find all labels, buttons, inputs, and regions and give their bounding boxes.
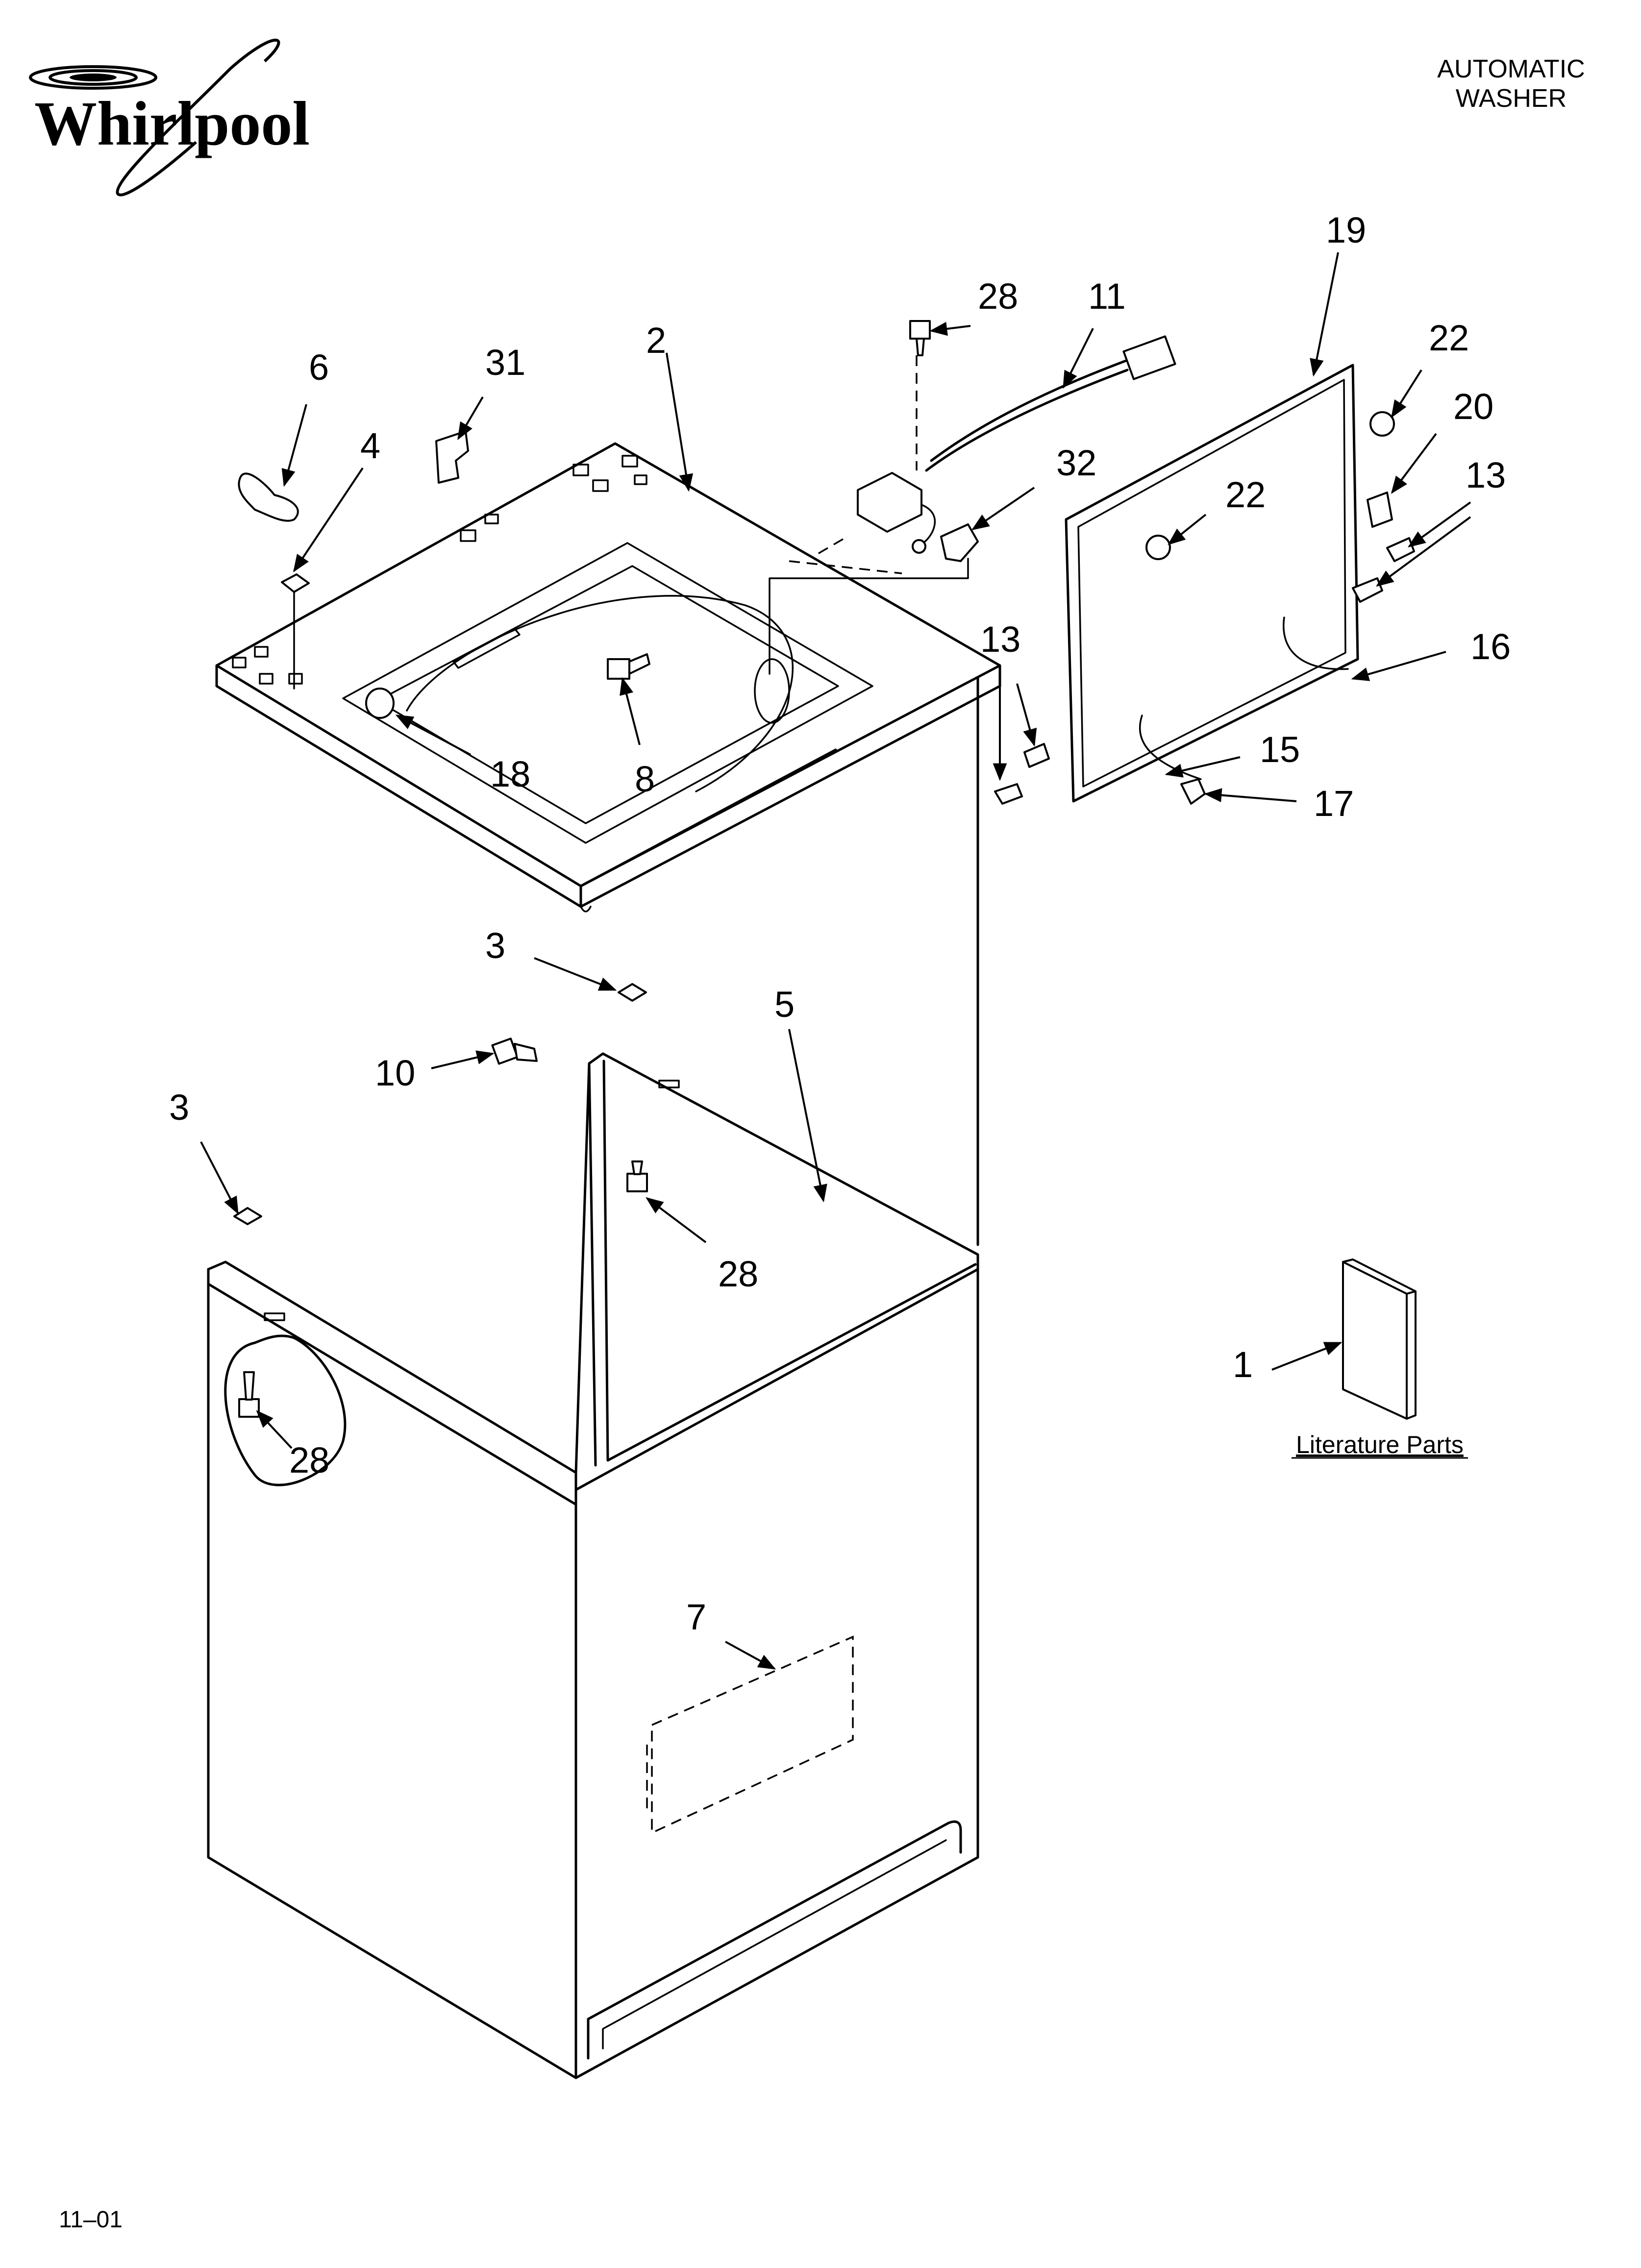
callout-28-top: 28 (978, 276, 1018, 317)
part-13-screw-d (994, 783, 1023, 805)
callout-13-left: 13 (980, 619, 1020, 660)
part-17-knob (1180, 778, 1206, 805)
callout-19: 19 (1326, 210, 1366, 250)
lid-mount-holes (232, 455, 647, 685)
callout-6: 6 (309, 347, 329, 388)
callout-3-left: 3 (169, 1087, 189, 1128)
part-13-screw-b (1352, 577, 1383, 603)
callout-11: 11 (1088, 276, 1126, 317)
brand-logo: Whirlpool (29, 38, 310, 197)
literature-parts-label: Literature Parts (1296, 1431, 1464, 1458)
callout-3-top: 3 (485, 925, 505, 966)
brand-name: Whirlpool (34, 89, 310, 158)
callout-15: 15 (1260, 729, 1300, 770)
part-28-screw-a (909, 320, 931, 356)
part-22-button-a (1369, 411, 1395, 437)
part-22-button-b (1145, 535, 1171, 560)
part-20-clip (1367, 492, 1393, 528)
callout-31: 31 (485, 342, 525, 383)
part-32-switch (940, 523, 979, 562)
part-28-screw-b (626, 1160, 648, 1192)
callout-5: 5 (774, 984, 795, 1025)
callout-22-left: 22 (1225, 474, 1266, 515)
console-frame (1065, 364, 1359, 803)
part-8-screw (607, 653, 650, 680)
product-title: AUTOMATIC WASHER (1437, 55, 1585, 113)
part-18-bumper (365, 688, 395, 719)
callout-2: 2 (646, 320, 666, 361)
part-4-clip (281, 573, 310, 593)
callout-18: 18 (490, 754, 530, 794)
part-13-screw-c (1023, 743, 1050, 768)
cabinet-body (207, 1052, 979, 2079)
part-3-clip-b (233, 1207, 262, 1225)
callout-8: 8 (635, 759, 655, 799)
callout-20: 20 (1453, 386, 1493, 427)
callout-7: 7 (686, 1597, 706, 1637)
part-10-screw (491, 1037, 538, 1065)
callout-10: 10 (375, 1053, 415, 1093)
callout-16: 16 (1470, 626, 1511, 667)
callout-4: 4 (360, 425, 380, 466)
callout-28-cutaway: 28 (289, 1440, 329, 1480)
product-line-1: AUTOMATIC (1437, 55, 1585, 83)
small-parts (233, 320, 1415, 1418)
product-line-2: WASHER (1456, 84, 1566, 113)
top-lid-assembly (215, 442, 1001, 1246)
callout-13-right: 13 (1466, 455, 1506, 495)
callout-labels: 1 2 3 3 4 5 6 7 8 10 11 13 13 15 16 17 1… (169, 210, 1511, 1637)
part-3-clip-a (618, 983, 647, 1002)
literature-booklet (1342, 1258, 1417, 1420)
callout-leaders (200, 252, 1471, 1670)
swirl-icon (29, 38, 280, 197)
part-11-harness (813, 335, 1176, 557)
callout-1: 1 (1233, 1344, 1253, 1385)
part-28-screw-c (238, 1371, 260, 1418)
part-13-screw-a (1386, 537, 1415, 562)
callout-28-mid: 28 (718, 1254, 758, 1294)
part-6-clip (238, 472, 299, 522)
callout-17: 17 (1314, 783, 1354, 824)
callout-32: 32 (1056, 443, 1096, 483)
footer-code: 11–01 (59, 2207, 123, 2233)
part-31-clip (435, 430, 469, 484)
callout-22-right: 22 (1429, 318, 1469, 358)
